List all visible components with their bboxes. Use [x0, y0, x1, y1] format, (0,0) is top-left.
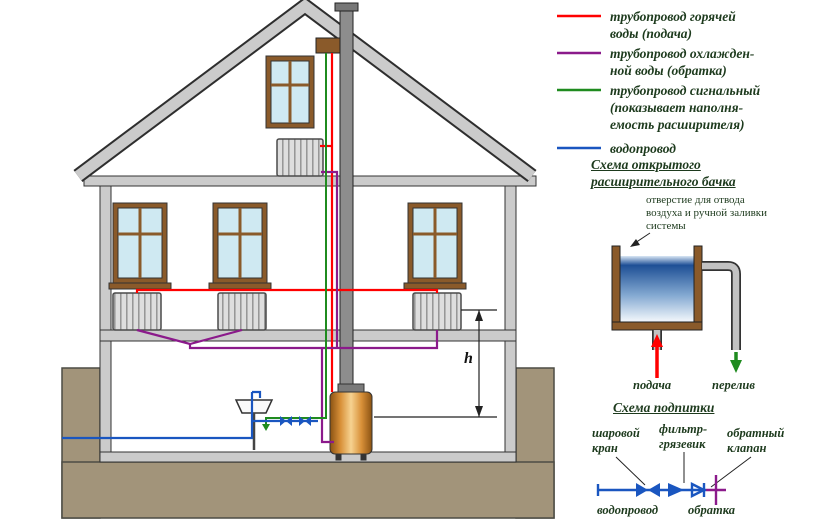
ball-valve-label: шаровой кран [592, 426, 640, 455]
overflow-label: перелив [712, 378, 755, 392]
sink [234, 399, 274, 450]
windows [108, 55, 467, 290]
legend-label-return: трубопровод охлажден- ной воды (обратка) [610, 46, 755, 78]
window-1 [108, 202, 172, 290]
annotation-arrowhead [630, 239, 640, 247]
tank-annotation: отверстие для отвода воздуха и ручной за… [646, 194, 768, 232]
boiler [329, 383, 373, 461]
makeup-water-label: водопровод [597, 503, 659, 517]
filter-symbol [668, 483, 684, 497]
height-label: h [464, 350, 473, 367]
attic-window [265, 55, 315, 129]
legend-label-water: водопровод [610, 141, 677, 156]
check-valve-label: обратный клапан [727, 426, 785, 455]
signal-overflow-arrow [262, 424, 270, 431]
ball-valve-symbol [636, 483, 648, 497]
house-structure [83, 175, 537, 463]
makeup-detail [596, 452, 752, 505]
makeup-valve-symbols [636, 483, 684, 497]
attic-expansion-tank [315, 37, 341, 54]
overflow-pipe [702, 261, 741, 350]
legend-swatch-return [557, 51, 601, 55]
expansion-tank-title: Схема открытого расширительного бачка [591, 157, 736, 189]
window-2 [208, 202, 272, 290]
makeup-valves-basement [280, 416, 311, 426]
radiators [112, 138, 462, 331]
makeup-return-line [706, 475, 726, 505]
attic-radiator [276, 138, 324, 177]
supply-arrow-head [651, 334, 663, 347]
filter-label: фильтр- грязевик [659, 422, 708, 451]
makeup-return-label: обратка [688, 503, 735, 517]
tank-walls [611, 245, 703, 331]
dimension-h-arrows [475, 310, 483, 417]
expansion-tank-detail [611, 232, 742, 378]
ball-valve-symbol [648, 483, 660, 497]
makeup-leader-lines [615, 452, 752, 488]
legend-label-hot: трубопровод горячей воды (подача) [610, 9, 736, 41]
pipe-hot-supply [135, 53, 439, 392]
legend-swatch-hot [557, 14, 601, 18]
makeup-title: Схема подпитки [613, 400, 715, 415]
legend-label-signal: трубопровод сигнальный (показывает напол… [610, 83, 761, 132]
overflow-arrow-head [730, 360, 742, 373]
tank-water [620, 256, 694, 322]
window-3 [403, 202, 467, 290]
legend-swatch-water [557, 146, 601, 150]
roof [73, 0, 537, 183]
supply-label: подача [633, 378, 672, 392]
legend-swatch-signal [557, 88, 601, 92]
